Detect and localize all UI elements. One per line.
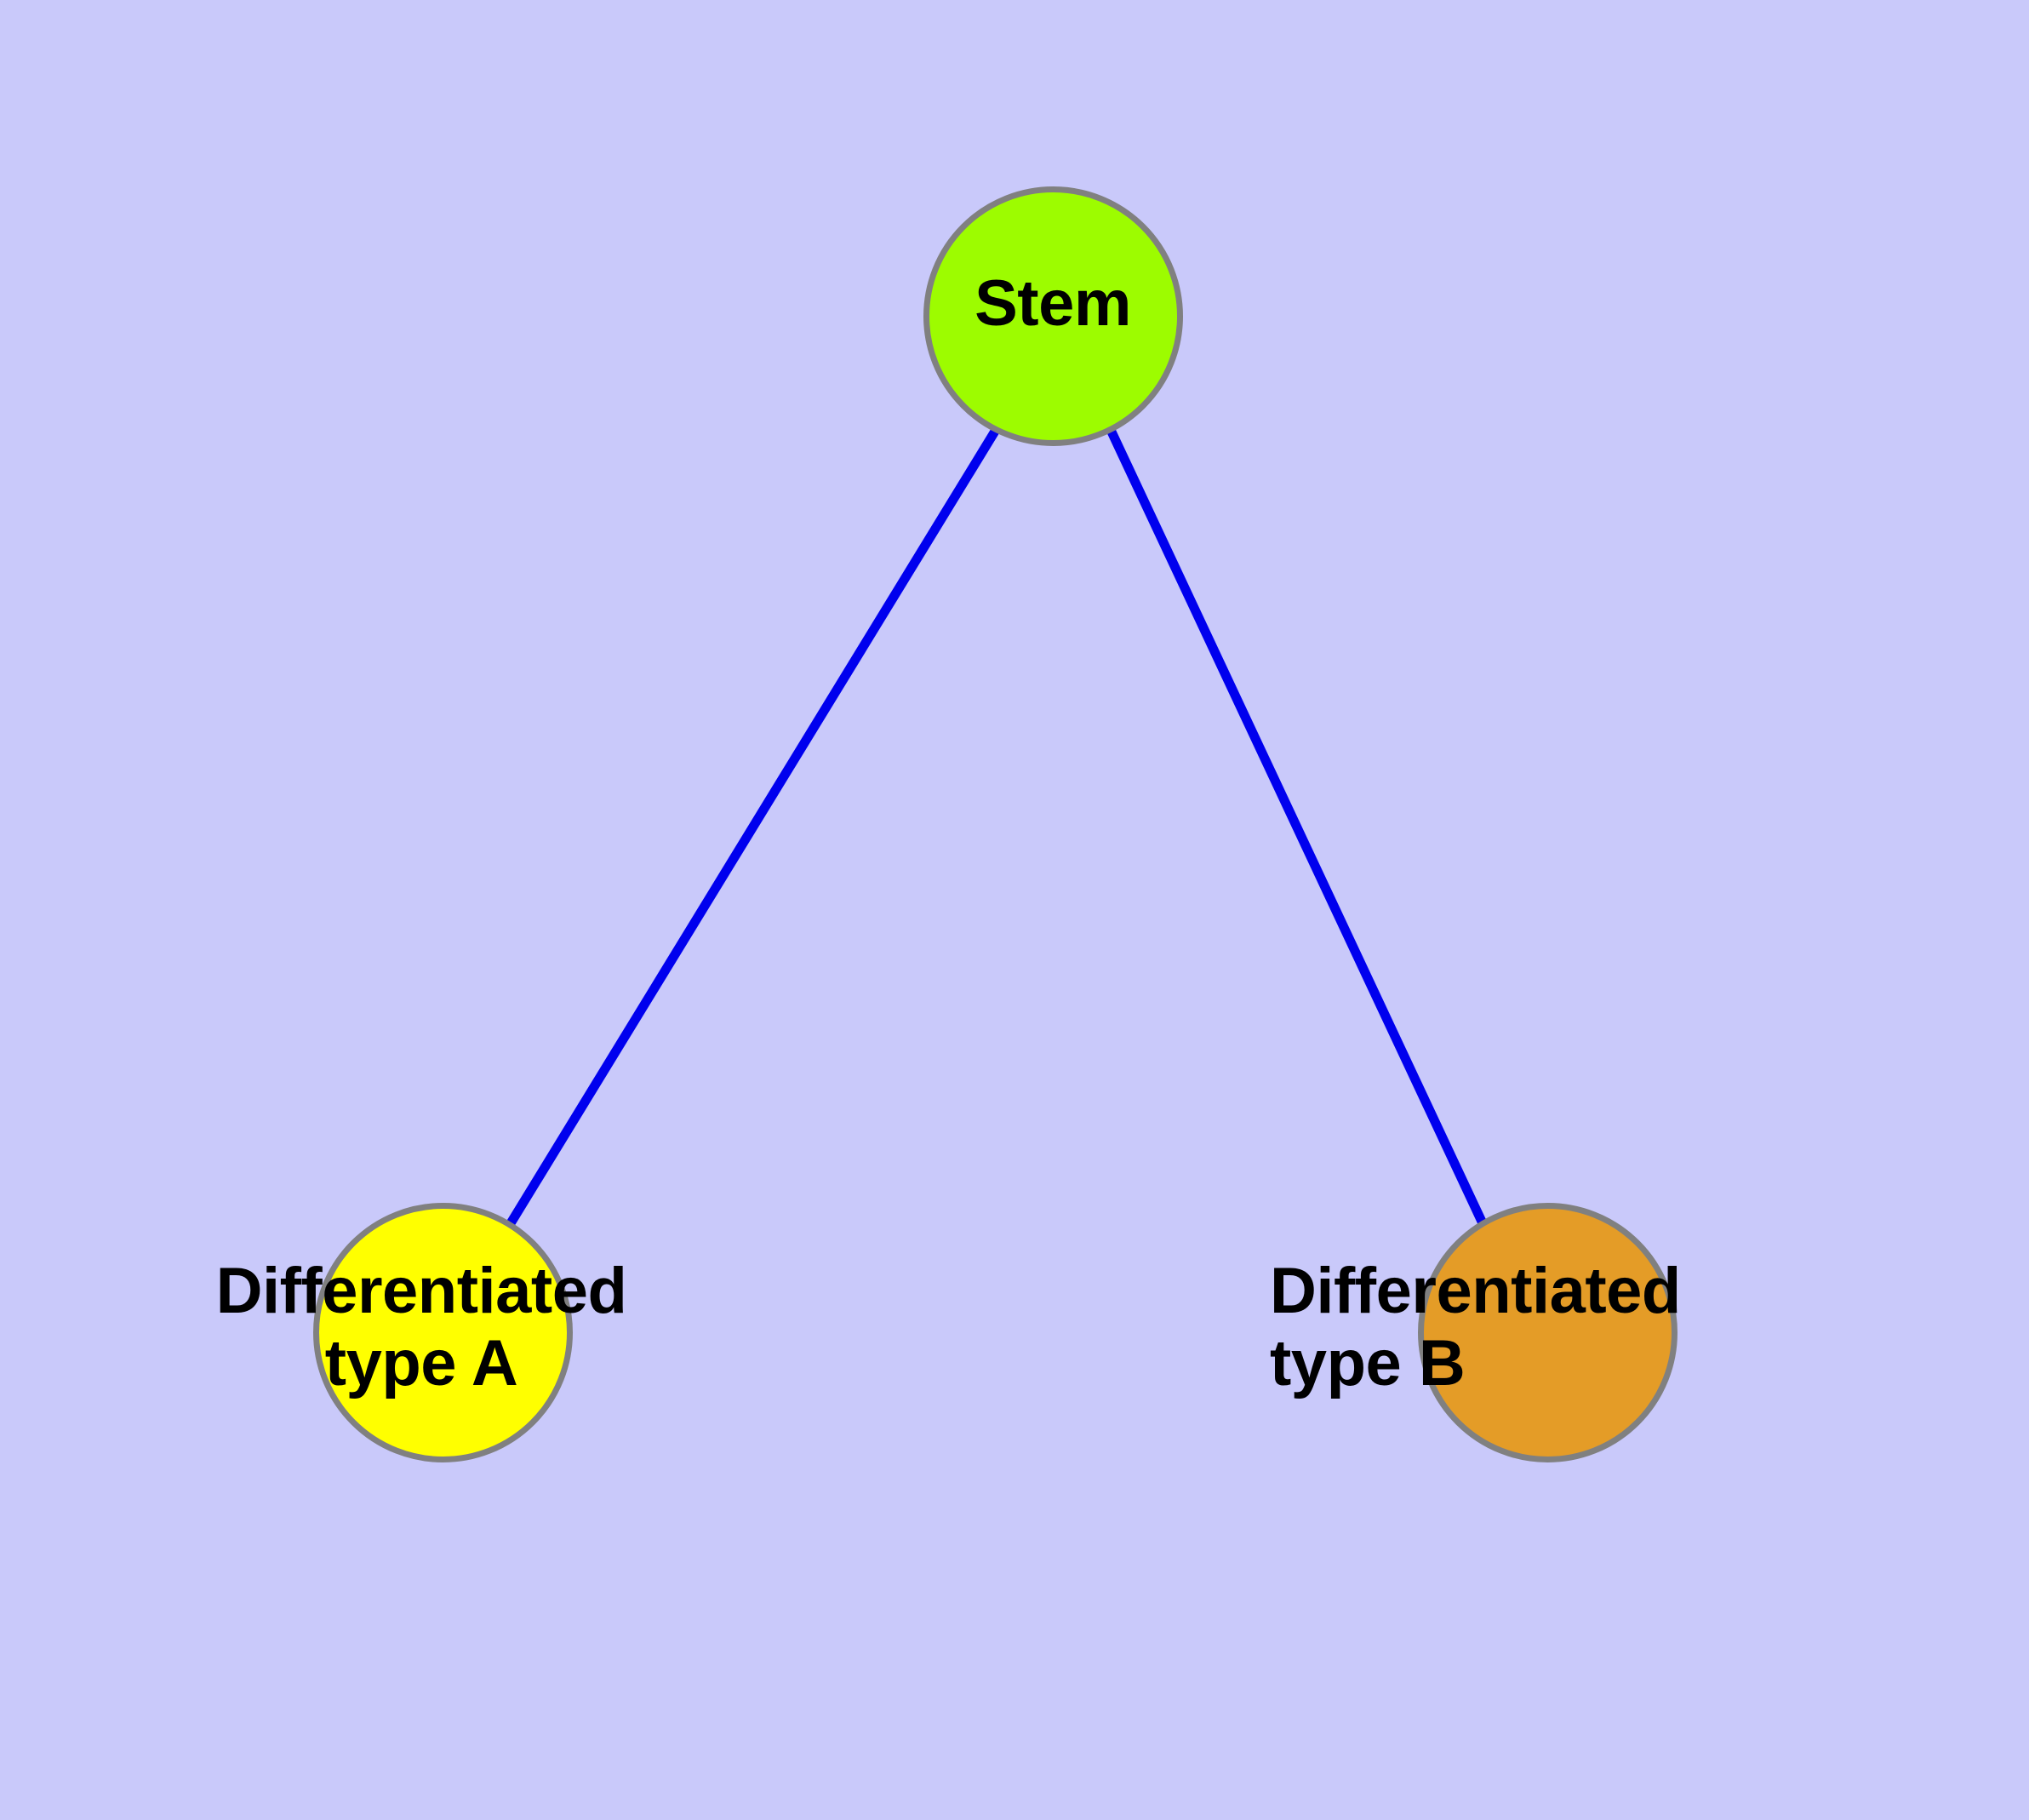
node-differentiated-type-b[interactable]	[1417, 1202, 1677, 1462]
node-stem[interactable]	[923, 186, 1183, 446]
edge-stem-to-type-b[interactable]	[1106, 427, 1487, 1226]
node-stem-label: Stem	[974, 267, 1131, 340]
label-line-1: Differentiated	[215, 1255, 627, 1327]
edge-stem-to-type-a[interactable]	[506, 427, 1000, 1226]
node-differentiated-type-a[interactable]	[312, 1202, 573, 1462]
label-line-2: type A	[324, 1327, 518, 1400]
label-line-1: Differentiated	[1270, 1255, 1681, 1327]
label-line-2: type B	[1270, 1327, 1466, 1400]
